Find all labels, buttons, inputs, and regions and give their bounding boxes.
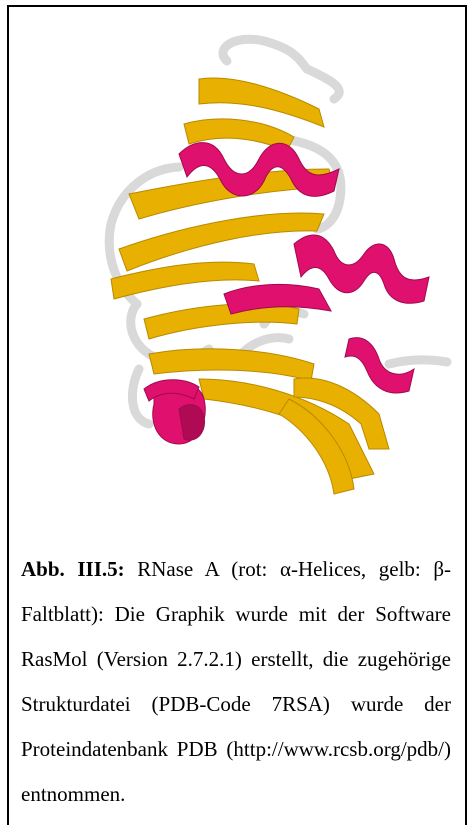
protein-ribbon-figure [49,19,469,539]
rnase-ribbon-icon [49,19,469,539]
caption-text: RNase A (rot: α-Helices, gelb: β-Faltbla… [21,557,451,806]
figure-caption: Abb. III.5: RNase A (rot: α-Helices, gel… [21,547,451,817]
caption-label: Abb. III.5: [21,557,125,581]
figure-frame: Abb. III.5: RNase A (rot: α-Helices, gel… [7,5,467,825]
